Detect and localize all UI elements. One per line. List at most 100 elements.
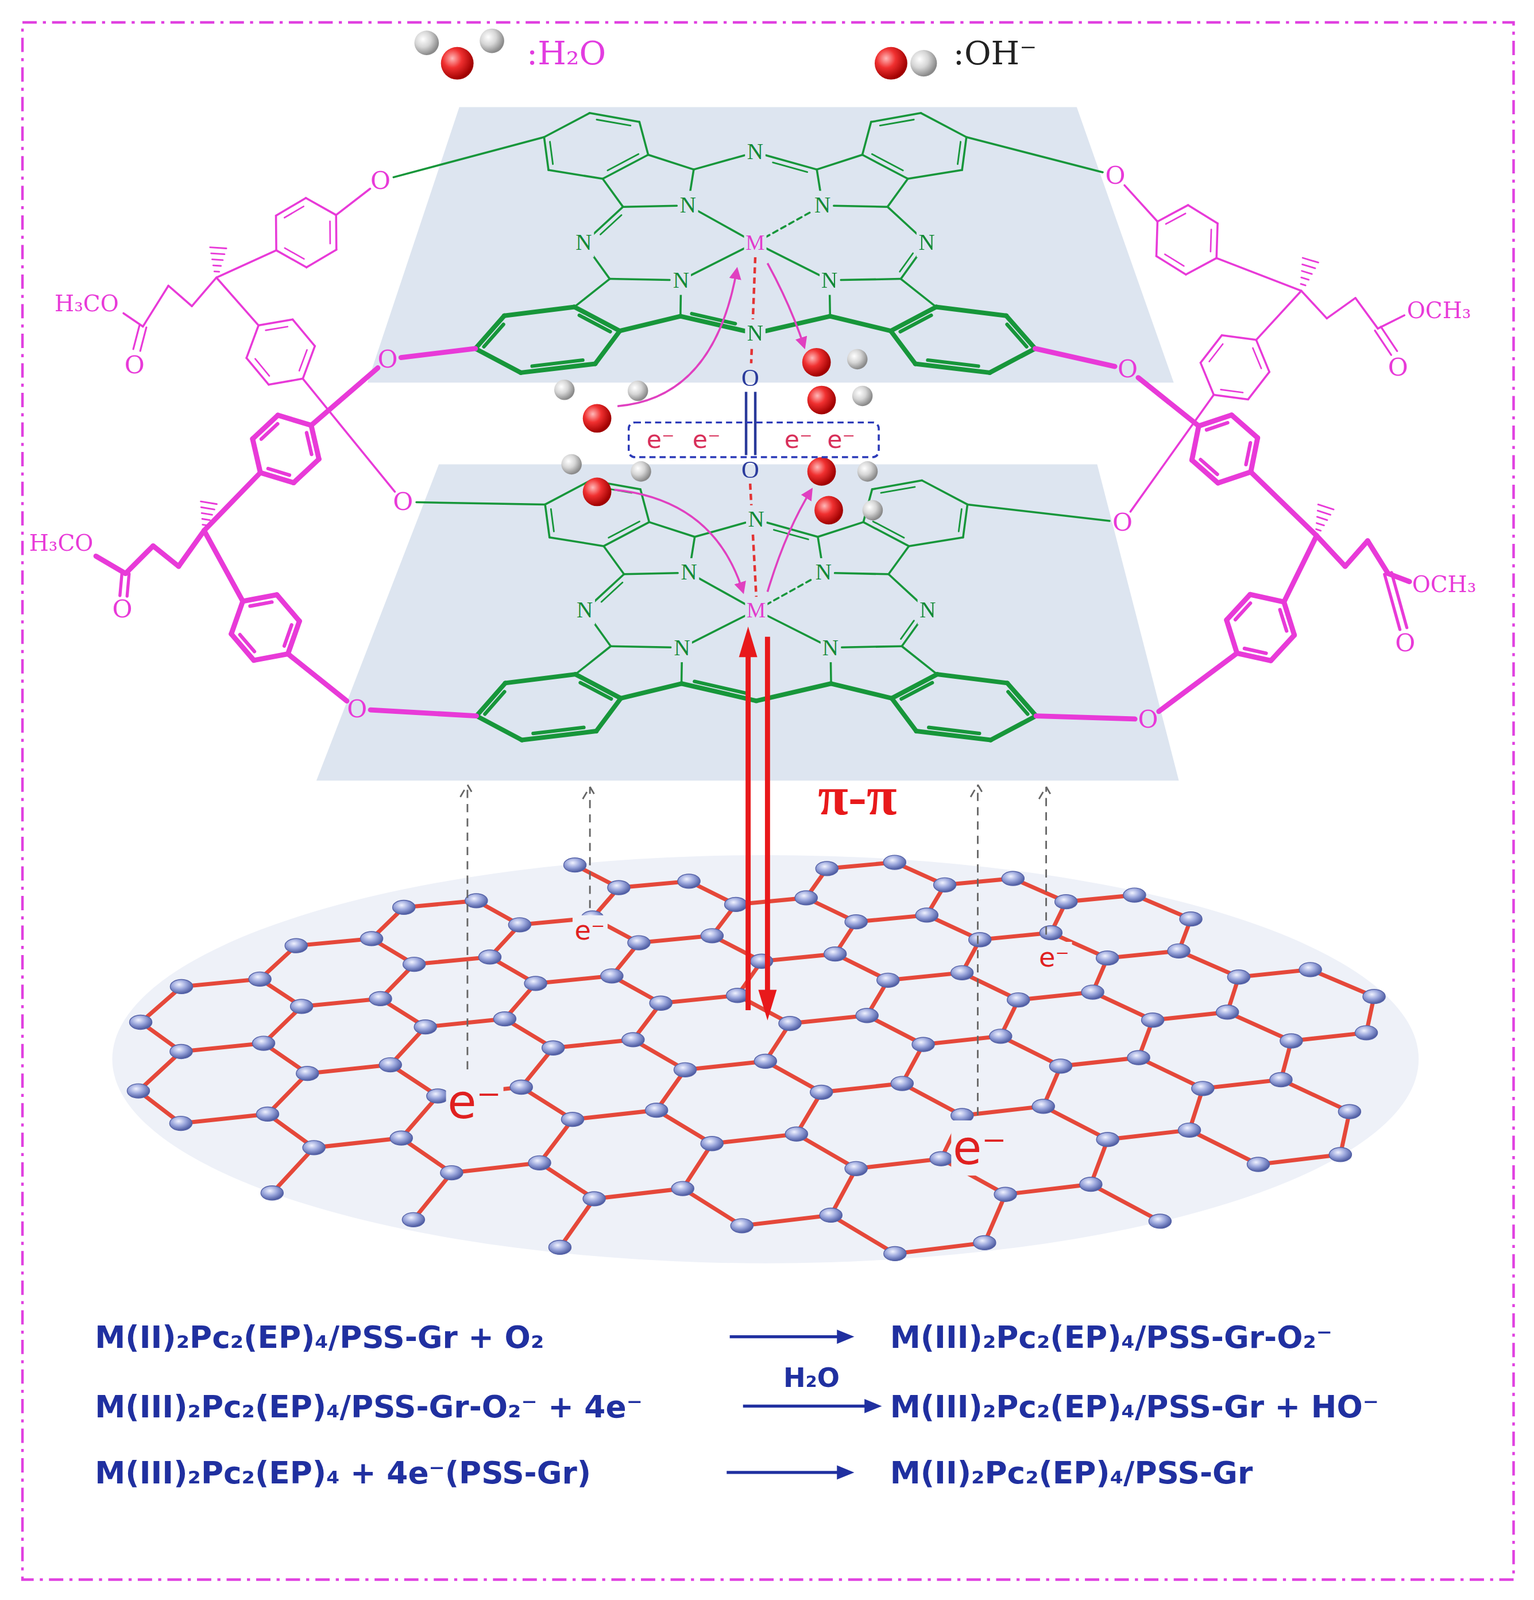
carbon-atom — [1216, 1005, 1239, 1020]
hydrogen-ball — [630, 461, 652, 482]
ester-group: H₃CO — [29, 530, 94, 556]
pc-bond — [693, 155, 745, 170]
electron-label: e⁻ — [1037, 941, 1072, 973]
graphene-bond — [821, 1083, 903, 1093]
phenyl-ring — [1213, 394, 1248, 400]
phenyl-ring — [258, 319, 293, 326]
double-bond — [754, 391, 757, 455]
pc-bond — [575, 646, 611, 675]
pc-bond — [862, 155, 908, 180]
graphene-bond — [425, 1018, 505, 1027]
graphene-bond — [1258, 1154, 1341, 1165]
pc-bond — [989, 348, 1035, 373]
carbon-atom — [973, 1235, 996, 1251]
pc-bond — [840, 279, 902, 281]
phenyl-double-bond — [284, 248, 305, 260]
graphene-bond — [572, 1110, 657, 1120]
pc-double-bond — [900, 620, 914, 640]
pc-bond — [937, 674, 1008, 683]
phenyl-double-bond — [284, 624, 292, 646]
ether-bond — [1034, 348, 1115, 367]
upper-phthalocyanine — [475, 113, 1036, 373]
electron-label: e⁻ — [572, 915, 608, 946]
legend-hydroxide-icon — [874, 47, 937, 80]
pc-bond — [610, 646, 671, 648]
carbon-atom — [403, 957, 426, 972]
carbon-atom — [465, 893, 488, 908]
ether-bond — [370, 709, 477, 716]
phenyl-ring — [252, 415, 278, 439]
upper-plane — [367, 107, 1174, 384]
nitrogen-atom: N — [818, 265, 840, 295]
phenyl-double-bond — [1220, 389, 1243, 393]
carbon-atom — [989, 1029, 1012, 1044]
carbon-atom — [1055, 894, 1078, 910]
carbon-atom — [1362, 989, 1386, 1004]
phenyl-ring — [1256, 339, 1270, 373]
equation-text: M(II)₂Pc₂(EP)₄/PSS-Gr — [890, 1454, 1254, 1491]
hydroxide-ion — [802, 348, 868, 377]
graphene-bond — [856, 1158, 942, 1169]
carbon-atom — [824, 947, 847, 962]
carbon-atom — [284, 938, 308, 953]
phenyl-double-bond — [249, 601, 272, 606]
carbon-atom — [778, 1016, 802, 1031]
ester-group: H₃CO — [54, 290, 119, 316]
pc-bond — [891, 674, 938, 699]
linker-bond — [335, 188, 370, 216]
nitrogen-atom: N — [746, 505, 767, 535]
graphene-bond — [301, 998, 381, 1007]
pc-bond — [872, 480, 923, 490]
pc-bond — [592, 206, 624, 236]
phenyl-ring — [306, 249, 337, 268]
pi-pi-arrow — [764, 636, 771, 996]
carbon-atom — [1007, 992, 1030, 1008]
phenyl-double-bond — [1164, 254, 1184, 266]
pc-bond — [888, 546, 909, 575]
legend-text: :OH⁻ — [953, 33, 1037, 73]
pc-double-bond — [484, 324, 504, 347]
pc-bond — [574, 306, 620, 331]
pc-bond — [602, 178, 623, 207]
nitrogen-atom: N — [917, 596, 938, 625]
pc-bond — [602, 155, 648, 180]
ether-bond — [1036, 716, 1135, 720]
oxygen-ball — [874, 47, 908, 80]
ester-group: OCH₃ — [1407, 297, 1472, 323]
graphene-bond — [742, 1215, 832, 1226]
phenyl-double-bond — [329, 221, 331, 244]
graphene-bond — [1043, 1106, 1108, 1140]
phenyl-ring — [253, 654, 288, 661]
carbon-atom — [883, 1246, 907, 1262]
ether-bond — [966, 137, 1103, 173]
carbon-atom — [815, 861, 838, 876]
carbon-atom — [730, 1218, 753, 1234]
phenyl-ring — [1200, 362, 1214, 396]
pc-bond — [593, 574, 625, 604]
graphene-bond — [796, 1134, 857, 1169]
graphene-bond — [894, 1242, 985, 1254]
graphene-bond — [1189, 1130, 1259, 1165]
graphene-bond — [831, 1215, 896, 1254]
phenyl-ring — [276, 594, 300, 622]
pc-bond — [504, 306, 575, 316]
linker-bond — [203, 472, 261, 531]
phenyl-ring — [1156, 221, 1158, 257]
carbon-atom — [508, 917, 531, 933]
hydrogen-ball — [414, 30, 440, 56]
carbon-atom — [414, 1019, 437, 1035]
phenyl-ring — [1218, 472, 1251, 484]
water-molecule — [561, 454, 651, 507]
pc-double-bond — [550, 508, 554, 532]
graphene-bond — [180, 1114, 268, 1124]
carbon-atom — [402, 1212, 425, 1227]
carbonyl-bond — [1380, 326, 1397, 352]
pc-bond — [863, 522, 909, 547]
ester-chain — [1301, 290, 1327, 319]
nitrogen-atom: N — [678, 558, 699, 588]
pc-bond — [900, 279, 936, 308]
pc-double-bond — [608, 521, 640, 538]
electron-label: e⁻ — [827, 425, 856, 455]
pi-pi-arrow-head — [758, 989, 777, 1020]
phenyl-ring — [1216, 223, 1218, 258]
